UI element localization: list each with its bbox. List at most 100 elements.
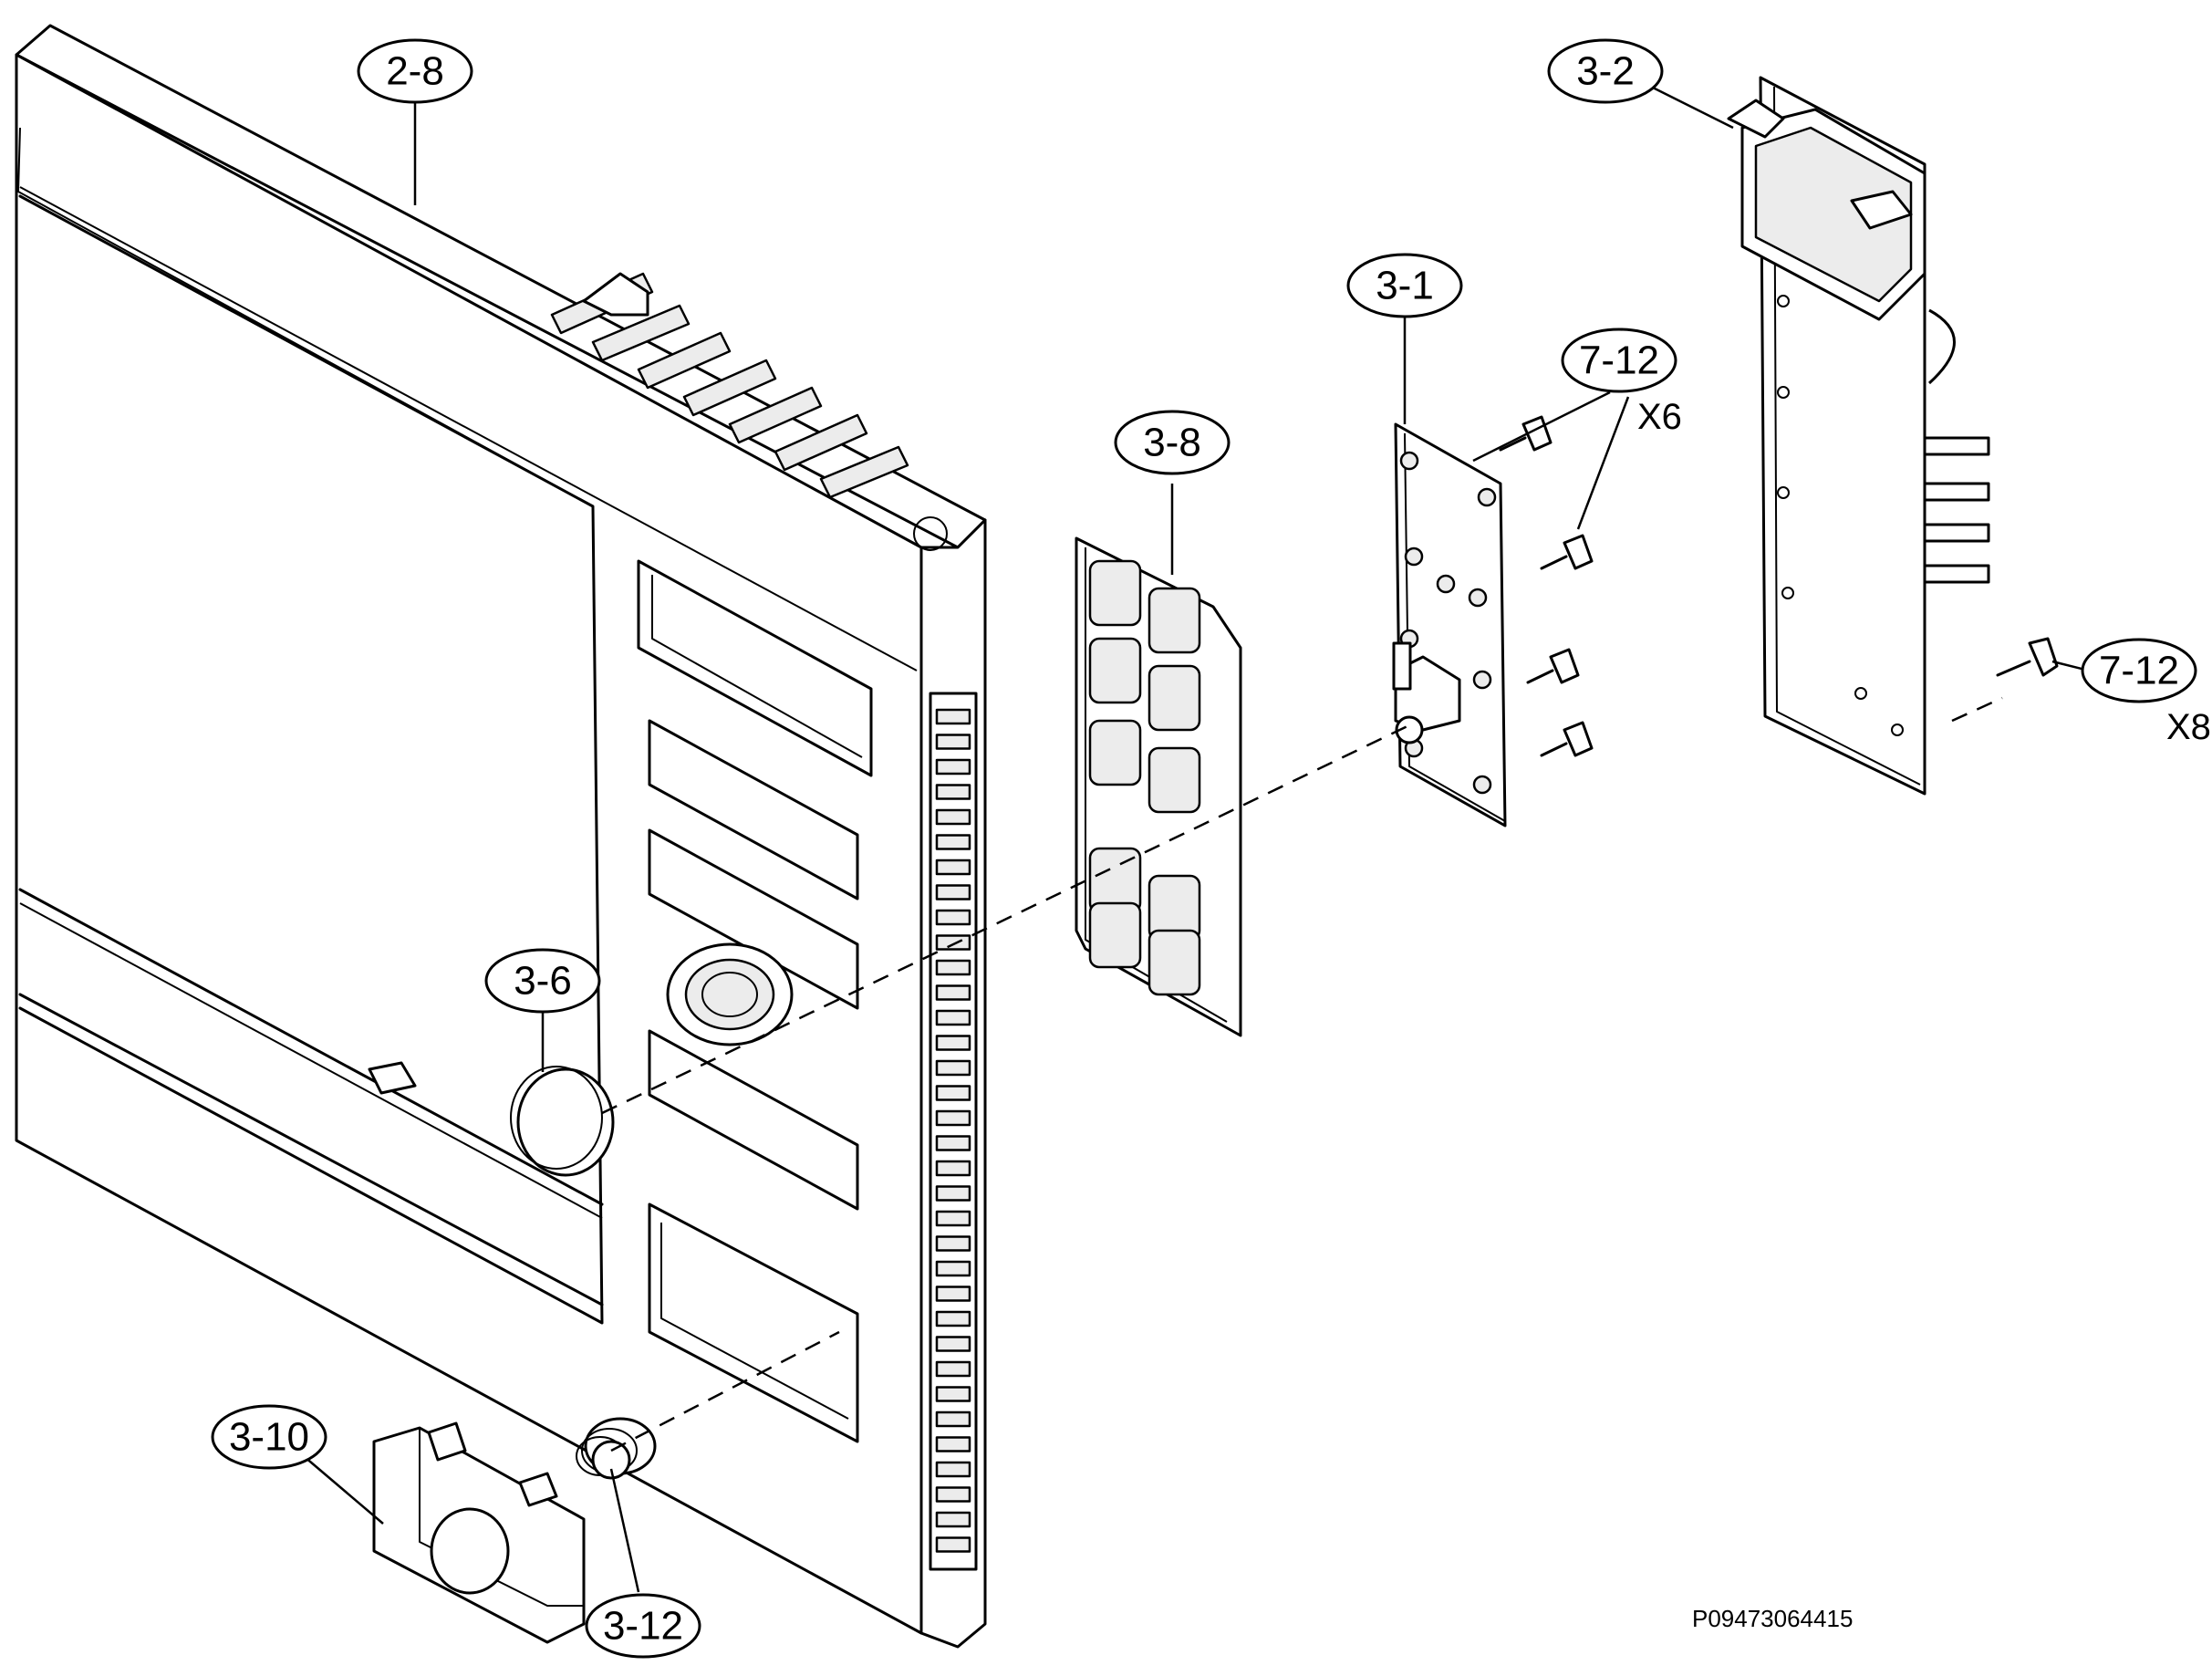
callout-3-6: 3-6 (484, 948, 601, 1014)
vent-slot (935, 1436, 971, 1452)
vent-slot (935, 1536, 971, 1553)
svg-text:7-12: 7-12 (2099, 649, 2179, 693)
vent-slot (935, 758, 971, 776)
vent-slot (935, 784, 971, 800)
vent-slot (935, 1286, 971, 1302)
vent-slot (935, 859, 971, 876)
keypad-part (1075, 536, 1242, 1037)
vent-slot (935, 1235, 971, 1252)
vent-slot (935, 1336, 971, 1352)
bracket-hole (1891, 723, 1904, 736)
vent-slot (935, 1411, 971, 1428)
keypad-key (1148, 746, 1201, 814)
screws-board (1499, 415, 1594, 757)
terminal-tab (1923, 523, 1990, 543)
callout-3-2: 3-2 (1547, 38, 1664, 104)
vent-slot (935, 984, 971, 1001)
assembly-lines (601, 696, 2003, 1452)
vent-slot (935, 1059, 971, 1077)
bracket-hole (1777, 486, 1790, 499)
screw-head (1563, 721, 1594, 757)
vent-slot (935, 1109, 971, 1127)
vent-slot (935, 1461, 971, 1478)
terminal-tab (1923, 482, 1990, 502)
bracket-hole (1854, 687, 1867, 700)
vent-slot (935, 909, 971, 926)
board-standoff (1436, 574, 1456, 594)
quantity-x8: X8 (2166, 707, 2211, 747)
callout-3-12: 3-12 (585, 1593, 701, 1659)
vent-slot (935, 1085, 971, 1101)
screw-shank (1540, 742, 1568, 757)
board-standoff (1468, 588, 1488, 608)
keypad-key (1088, 559, 1142, 627)
callout-7-12-bracket: 7-12 (2081, 638, 2197, 703)
keypad-key (1088, 901, 1142, 969)
keypad-key (1088, 719, 1142, 786)
keypad-key (1148, 664, 1201, 732)
drawing-code: P09473064415 (1692, 1605, 1853, 1632)
board-standoff (1472, 670, 1492, 690)
vent-slot (935, 734, 971, 750)
bracket-hole (1777, 386, 1790, 399)
board-standoff (1399, 451, 1419, 471)
vent-slot (935, 1486, 971, 1503)
svg-text:3-2: 3-2 (1576, 49, 1635, 94)
vent-slot (935, 1210, 971, 1227)
vent-slot (935, 959, 971, 976)
vent-slot (935, 1035, 971, 1051)
svg-text:3-1: 3-1 (1376, 264, 1434, 308)
screw-head (1549, 648, 1580, 684)
vent-slot (935, 1160, 971, 1177)
screw-bracket (1996, 637, 2059, 677)
bracket-terminals (1923, 436, 1990, 584)
circuit-board-part (1392, 422, 1507, 828)
button-cap-part (372, 1421, 586, 1644)
vent-slot (935, 1009, 971, 1026)
callout-2-8: 2-8 (357, 38, 473, 104)
callout-3-10: 3-10 (211, 1404, 327, 1470)
vent-slot (935, 1260, 971, 1277)
screw-shank (1499, 436, 1527, 452)
bracket-hole (1777, 295, 1790, 307)
screw-head (1563, 534, 1594, 570)
board-standoff (1472, 775, 1492, 795)
callout-3-1: 3-1 (1346, 253, 1463, 318)
top-vent-slots (550, 272, 909, 499)
bracket-hole (1781, 587, 1794, 599)
vent-slot (935, 1310, 971, 1327)
vent-slot (935, 1360, 971, 1378)
callout-3-8: 3-8 (1114, 410, 1231, 475)
board-standoff (1477, 487, 1497, 507)
svg-text:3-6: 3-6 (514, 959, 572, 1004)
svg-text:3-8: 3-8 (1143, 421, 1201, 465)
vent-slot (935, 808, 971, 826)
keypad-key (1148, 929, 1201, 996)
svg-text:7-12: 7-12 (1579, 338, 1659, 383)
vent-slot (935, 884, 971, 900)
screw-shank (1540, 555, 1568, 570)
svg-text:3-12: 3-12 (603, 1604, 683, 1649)
vent-slot (935, 1511, 971, 1528)
vent-slot (935, 834, 971, 850)
svg-text:3-10: 3-10 (229, 1415, 309, 1460)
terminal-tab (1923, 436, 1990, 456)
vent-slot (935, 1135, 971, 1151)
knob-part (510, 1066, 615, 1177)
terminal-tab (1923, 564, 1990, 584)
keypad-key (1148, 587, 1201, 654)
svg-text:2-8: 2-8 (386, 49, 444, 94)
vent-slot (935, 1386, 971, 1402)
leader-lines (291, 85, 2090, 1593)
bracket-assembly-part (1727, 76, 1990, 796)
front-panel-part (15, 24, 987, 1649)
side-vent-slots (935, 708, 971, 1553)
vent-slot (935, 1185, 971, 1202)
keypad-key (1088, 637, 1142, 704)
quantity-x6: X6 (1637, 397, 1682, 437)
bracket-holes (1777, 295, 1904, 736)
callout-7-12-board: 7-12 (1561, 328, 1677, 393)
knob-bezel (666, 942, 794, 1046)
vent-slot (935, 708, 971, 725)
